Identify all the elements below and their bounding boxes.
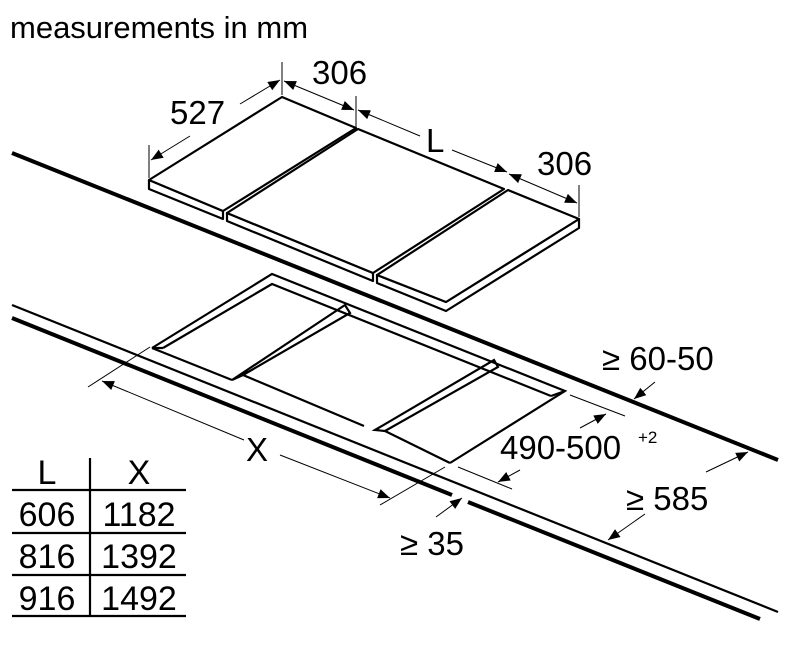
hob-middle-module	[225, 127, 506, 275]
cutout-depth-tolerance: +2	[638, 428, 657, 447]
worktop-back-label: ≥ 60-50	[602, 340, 714, 377]
cutout-outer	[151, 272, 568, 464]
worktop-front-edge-thin	[11, 303, 779, 614]
middle-width-label: L	[426, 122, 444, 159]
cutout-divider-2	[371, 358, 500, 433]
cutout-divider-1	[231, 303, 352, 382]
table-header-l: L	[38, 454, 57, 492]
table-cell: 816	[19, 538, 76, 576]
hob-modules	[147, 95, 581, 313]
hob-right-module	[375, 188, 581, 304]
hob-left-module	[147, 95, 358, 213]
size-table: L X 606 1182 816 1392 916 1492	[12, 454, 186, 618]
right-width-label: 306	[537, 145, 592, 182]
table-cell: 606	[19, 496, 76, 534]
left-width-label: 306	[312, 54, 367, 91]
top-dimensions: 527 306 L 306	[148, 54, 592, 217]
diagram-title: measurements in mm	[10, 10, 308, 45]
cutout-dimensions: X 490-500 +2 ≥ 60-50 ≥ 585 ≥ 35	[87, 340, 749, 562]
front-distance-label: ≥ 35	[400, 525, 464, 562]
worktop-back-edge	[11, 151, 779, 462]
table-cell: 1492	[101, 580, 177, 618]
worktop-depth-label: ≥ 585	[626, 480, 708, 517]
table-header-x: X	[128, 454, 151, 492]
cutout-depth-label: 490-500	[500, 429, 621, 466]
cutout-length-label: X	[246, 431, 268, 468]
table-cell: 1182	[102, 496, 175, 534]
table-cell: 916	[19, 580, 76, 618]
table-cell: 1392	[101, 538, 177, 576]
depth-label: 527	[170, 94, 225, 131]
worktop-front-edge	[11, 316, 761, 621]
cutout	[151, 272, 568, 464]
